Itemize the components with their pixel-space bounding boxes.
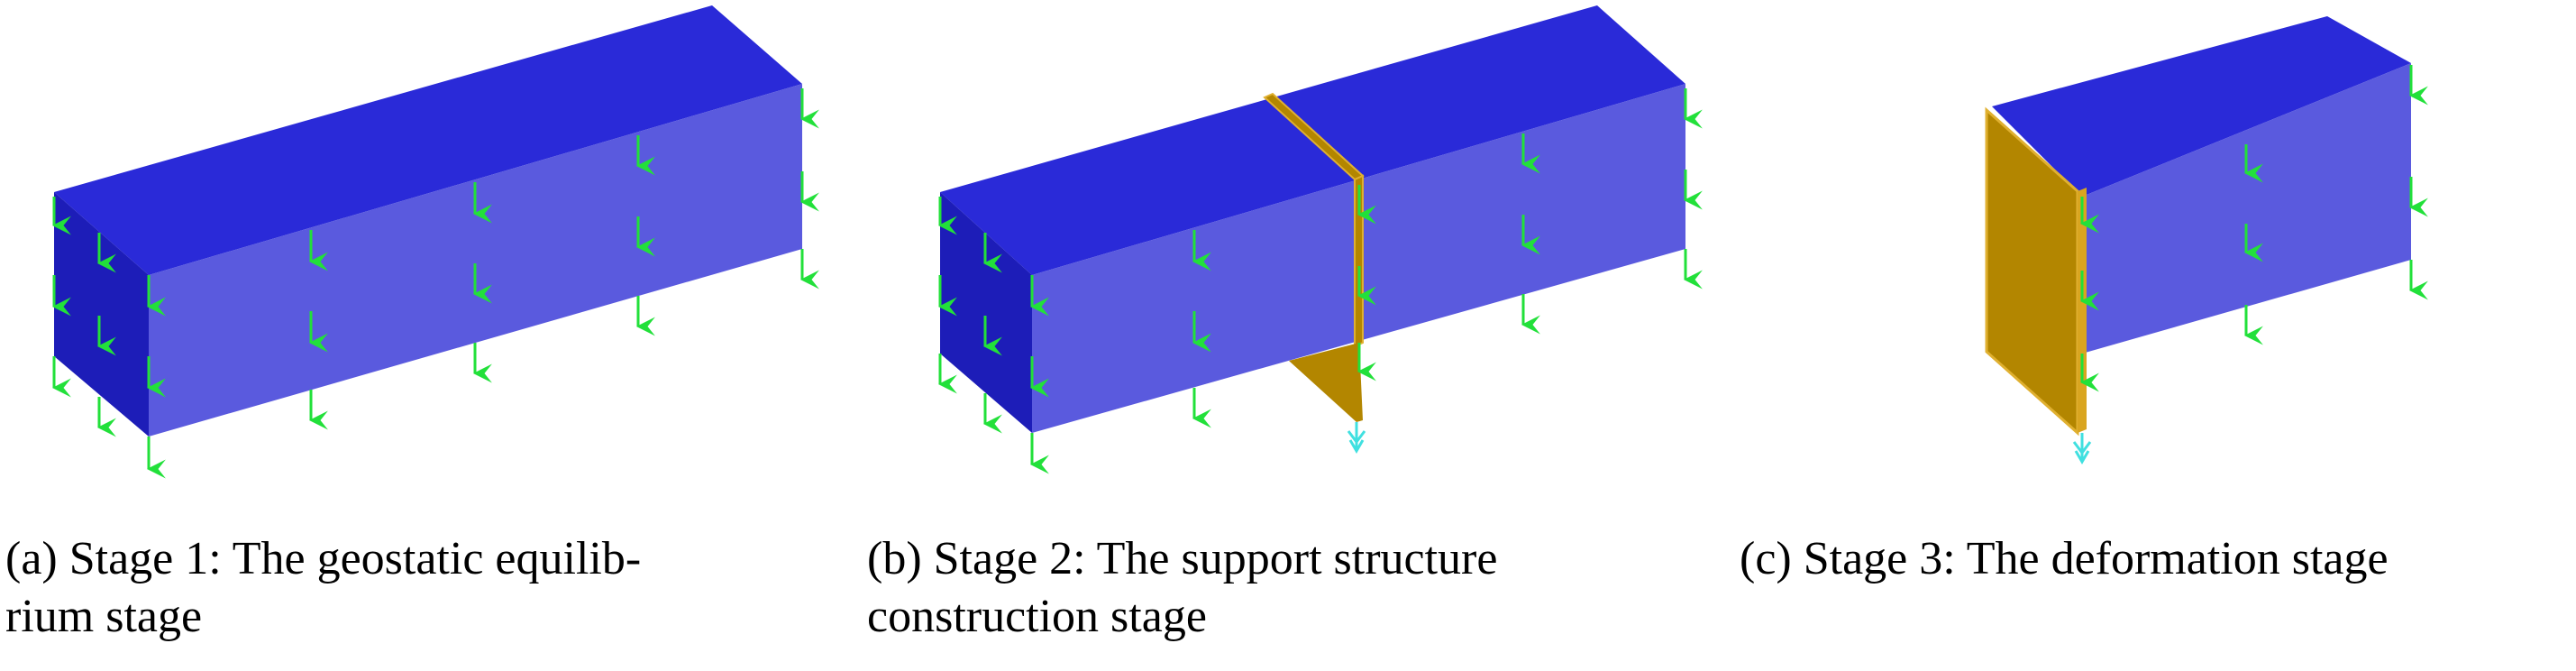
panel-a [51,5,819,479]
soil-block-c-top [1992,16,2411,197]
caption-panel-b: (b) Stage 2: The support structure constr… [867,530,1707,646]
soil-block-c-side [2082,63,2411,354]
caption-line: construction stage [867,591,1207,642]
soil-block-c [1992,16,2411,354]
load-arrows-a [51,88,819,479]
soil-block-a-end [54,192,149,437]
support-below-panel [1289,343,1363,422]
boundary-condition-icon [1347,430,1366,454]
caption-panel-c: (c) Stage 3: The deformation stage [1740,530,2576,588]
load-arrows-b [937,88,1703,474]
soil-block-a-top [54,5,802,275]
caption-line: (c) Stage 3: The deformation stage [1740,533,2389,584]
load-arrows-c [2079,65,2428,392]
panel-b [937,5,1703,474]
caption-line: (b) Stage 2: The support structure [867,533,1498,584]
boundary-condition-c [2072,433,2092,464]
soil-block-a [54,5,802,437]
caption-panel-a: (a) Stage 1: The geostatic equilib-rium … [5,530,847,646]
caption-line: rium stage [5,591,203,642]
support-structure-c [1985,106,2087,437]
panel-c [1985,16,2428,464]
support-wall-edge [2078,188,2087,433]
caption-line: (a) Stage 1: The geostatic equilib- [5,533,642,584]
boundary-condition-b [1347,422,1366,454]
soil-block-b-end [940,192,1032,433]
boundary-condition-icon [2072,441,2092,464]
